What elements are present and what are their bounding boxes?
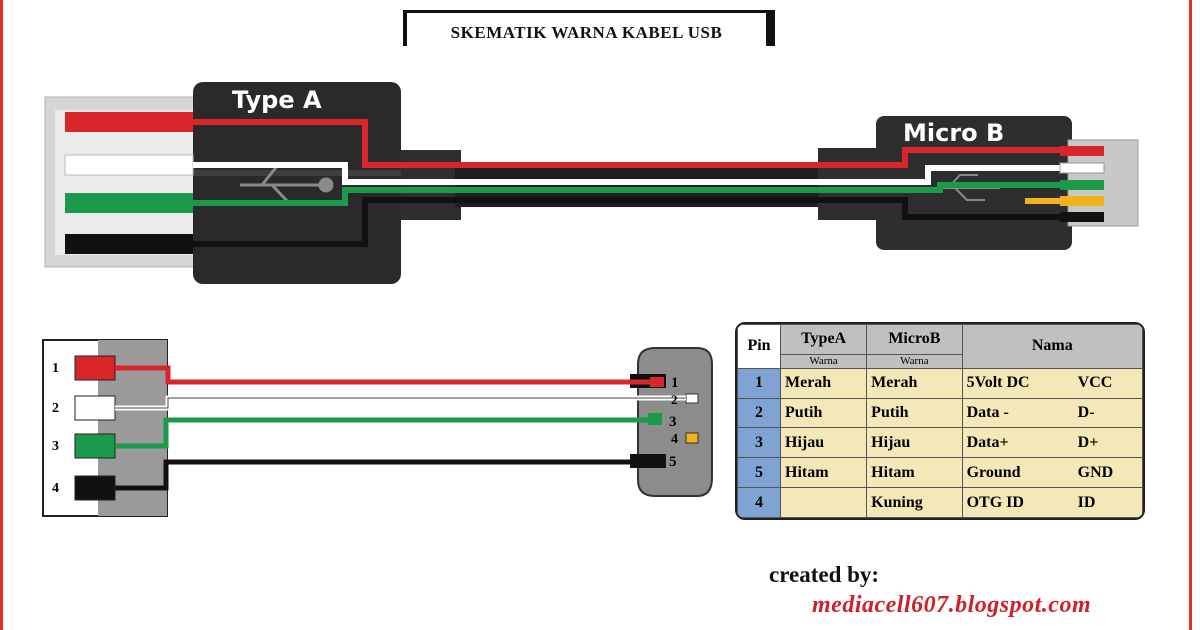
type-a-label: Type A <box>232 86 322 114</box>
cell-nama: Ground <box>961 457 1074 489</box>
cell-nama: Data - <box>961 397 1074 429</box>
cell-micro-b: Putih <box>866 397 963 429</box>
type-a-pad-2 <box>74 395 116 421</box>
table-row: 3 Hijau Hijau Data+ D+ <box>737 427 1143 459</box>
header-micro-b: MicroB <box>866 324 963 355</box>
type-a-body <box>193 82 401 284</box>
cell-pin: 4 <box>737 487 781 518</box>
type-a-pin-white <box>64 154 194 176</box>
type-a-metal-inner <box>55 110 195 255</box>
micro-b-pin-green <box>1060 180 1104 190</box>
micro-b-pin-red <box>1060 146 1104 156</box>
table-row: 4 Kuning OTG ID ID <box>737 487 1143 518</box>
cell-code: D- <box>1073 397 1143 429</box>
table-subheader-row: Warna Warna <box>738 353 1143 369</box>
cell-code: ID <box>1073 487 1143 518</box>
right-frame-line <box>1189 0 1192 630</box>
micro-b-label: Micro B <box>903 119 1004 147</box>
cell-micro-b: Hitam <box>866 457 963 489</box>
subheader-type-a: Warna <box>779 353 868 369</box>
micro-b-pin-yellow <box>1060 196 1104 206</box>
cell-nama: 5Volt DC <box>961 367 1074 399</box>
header-nama: Nama <box>961 324 1143 369</box>
cell-micro-b: Kuning <box>866 487 963 518</box>
cell-pin: 5 <box>737 457 781 489</box>
cell-pin: 3 <box>737 427 781 459</box>
cell-type-a: Putih <box>779 397 868 429</box>
wire-white <box>193 162 1060 185</box>
micro-b-pin-number: 1 <box>671 375 679 391</box>
type-a-pin-number: 2 <box>52 401 59 416</box>
type-a-pad-3 <box>74 433 116 459</box>
type-a-pin-number: 3 <box>52 439 59 454</box>
cell-pin: 1 <box>737 367 781 399</box>
wire-black <box>193 197 1060 247</box>
micro-b-pad-4 <box>685 432 699 444</box>
credit-url: mediacell607.blogspot.com <box>812 592 1092 618</box>
micro-b-pin-black <box>1060 212 1104 222</box>
wire-green <box>193 182 1060 206</box>
wire-red <box>193 119 1060 168</box>
cell-nama: Data+ <box>961 427 1074 459</box>
micro-b-pad-2 <box>685 393 699 404</box>
left-frame-line <box>0 0 3 630</box>
micro-b-pin-white <box>1059 162 1105 174</box>
type-a-pin-black <box>65 234 193 254</box>
type-a-pin-red <box>65 112 193 132</box>
micro-b-pin-number: 4 <box>671 432 678 447</box>
cell-code: VCC <box>1073 367 1143 399</box>
cell-type-a: Hitam <box>779 457 868 489</box>
cell-micro-b: Hijau <box>866 427 963 459</box>
wiring-white-outline <box>115 397 686 409</box>
wiring-red <box>115 365 650 385</box>
cell-micro-b: Merah <box>866 367 963 399</box>
credit-label: created by: <box>769 562 880 587</box>
type-a-body-groove <box>193 170 401 176</box>
wiring-green <box>115 417 648 449</box>
pinout-table: Pin TypeA MicroB Nama Warna Warna 1 Mera… <box>735 322 1145 520</box>
micro-b-pad-3 <box>648 413 662 425</box>
cell-type-a: Merah <box>779 367 868 399</box>
type-a-pin-number: 1 <box>52 361 59 376</box>
page-title: SKEMATIK WARNA KABEL USB <box>450 23 723 42</box>
type-a-pin-green <box>65 193 193 213</box>
cell-code: D+ <box>1073 427 1143 459</box>
type-a-pin-number: 4 <box>52 481 59 496</box>
table-row: 2 Putih Putih Data - D- <box>737 397 1143 429</box>
cell-type-a: Hijau <box>779 427 868 459</box>
top-cable-illustration: Type A Micro B <box>44 82 1139 284</box>
cell-type-a <box>779 487 868 518</box>
cell-nama: OTG ID <box>961 487 1074 518</box>
header-type-a: TypeA <box>779 324 868 355</box>
cell-code: GND <box>1073 457 1143 489</box>
subheader-micro-b: Warna <box>866 353 963 369</box>
micro-b-pin-number: 3 <box>669 414 677 430</box>
pinout-wiring-diagram: 1 2 3 4 1 2 3 4 5 <box>42 339 713 517</box>
table-row: 1 Merah Merah 5Volt DC VCC <box>737 367 1143 399</box>
micro-b-pin-number: 2 <box>671 392 678 407</box>
type-a-pad-1 <box>74 355 116 381</box>
type-a-pad-4 <box>74 475 116 501</box>
table-row: 5 Hitam Hitam Ground GND <box>737 457 1143 489</box>
wiring-white <box>115 395 686 411</box>
header-pin: Pin <box>737 324 781 369</box>
cell-pin: 2 <box>737 397 781 429</box>
table-header-row: Pin TypeA MicroB Nama <box>737 324 1143 369</box>
wiring-black <box>115 459 640 491</box>
title-box: SKEMATIK WARNA KABEL USB <box>403 10 775 46</box>
micro-b-pin-number: 5 <box>669 454 677 470</box>
micro-b-pad-1 <box>650 377 664 387</box>
